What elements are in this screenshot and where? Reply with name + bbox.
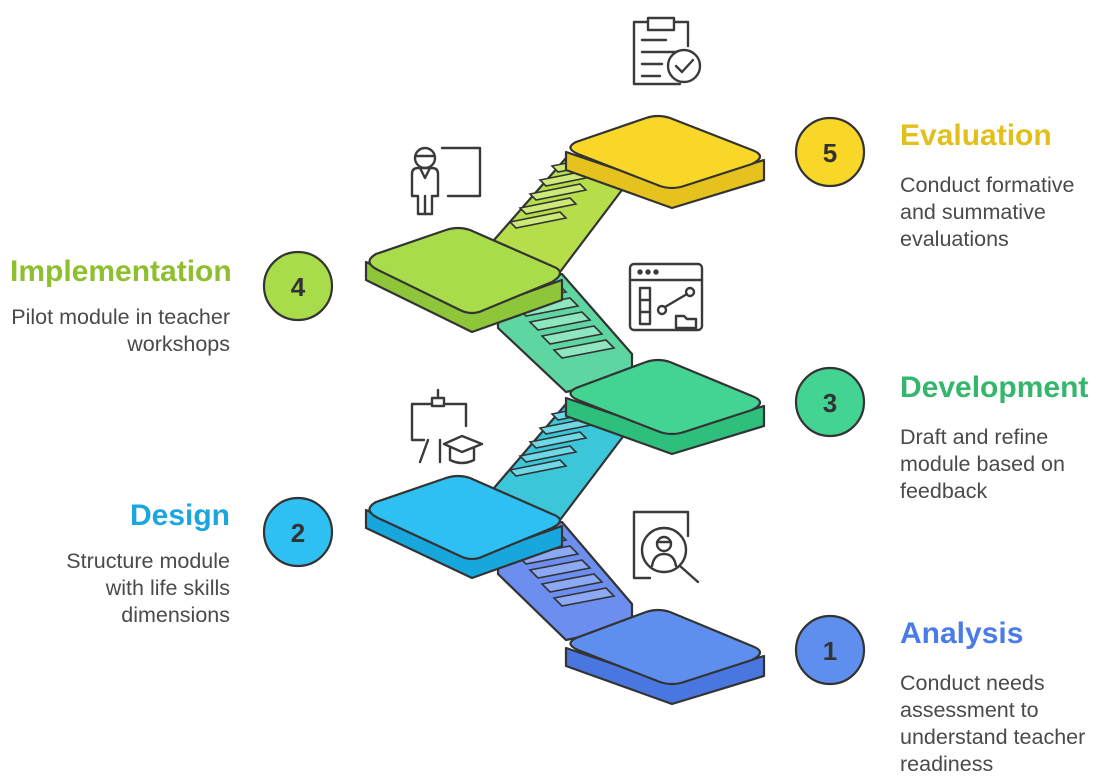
- step-badge-4: 4: [262, 250, 334, 322]
- stage-evaluation: Evaluation Conduct formative and summati…: [900, 118, 1115, 253]
- stage-analysis: Analysis Conduct needs assessment to und…: [900, 616, 1115, 778]
- presenter-board-icon: [410, 146, 482, 216]
- platform-development: [564, 358, 766, 456]
- step-badge-1: 1: [794, 614, 866, 686]
- clipboard-check-icon: [632, 16, 702, 86]
- stage-description-design: Structure module with life skills dimens…: [66, 549, 230, 627]
- stage-description-development: Draft and refine module based on feedbac…: [900, 425, 1065, 503]
- stage-title-analysis: Analysis: [900, 617, 1024, 650]
- step-number-3: 3: [823, 388, 837, 418]
- stage-description-evaluation: Conduct formative and summative evaluati…: [900, 173, 1075, 251]
- stage-title-development: Development: [900, 371, 1089, 404]
- stage-description-analysis: Conduct needs assessment to understand t…: [900, 671, 1086, 776]
- stage-title-evaluation: Evaluation: [900, 119, 1052, 152]
- step-badge-5: 5: [794, 116, 866, 188]
- stage-development: Development Draft and refine module base…: [900, 370, 1115, 505]
- stage-title-implementation: Implementation: [10, 255, 232, 288]
- platform-implementation: [364, 226, 564, 334]
- graduation-whiteboard-icon: [410, 388, 484, 465]
- step-number-4: 4: [291, 272, 306, 302]
- stage-title-design: Design: [129, 499, 230, 532]
- step-number-5: 5: [823, 138, 837, 168]
- user-search-icon: [632, 510, 700, 584]
- platform-design: [364, 474, 564, 580]
- step-number-1: 1: [823, 636, 837, 666]
- stage-description-implementation: Pilot module in teacher workshops: [11, 305, 230, 356]
- app-window-diagram-icon: [628, 262, 704, 332]
- platform-evaluation: [564, 114, 766, 210]
- platform-analysis: [564, 608, 766, 706]
- step-badge-3: 3: [794, 366, 866, 438]
- stage-implementation: Implementation Pilot module in teacher w…: [10, 254, 232, 358]
- step-badge-2: 2: [262, 496, 334, 568]
- stage-design: Design Structure module with life skills…: [20, 498, 230, 629]
- step-number-2: 2: [291, 518, 305, 548]
